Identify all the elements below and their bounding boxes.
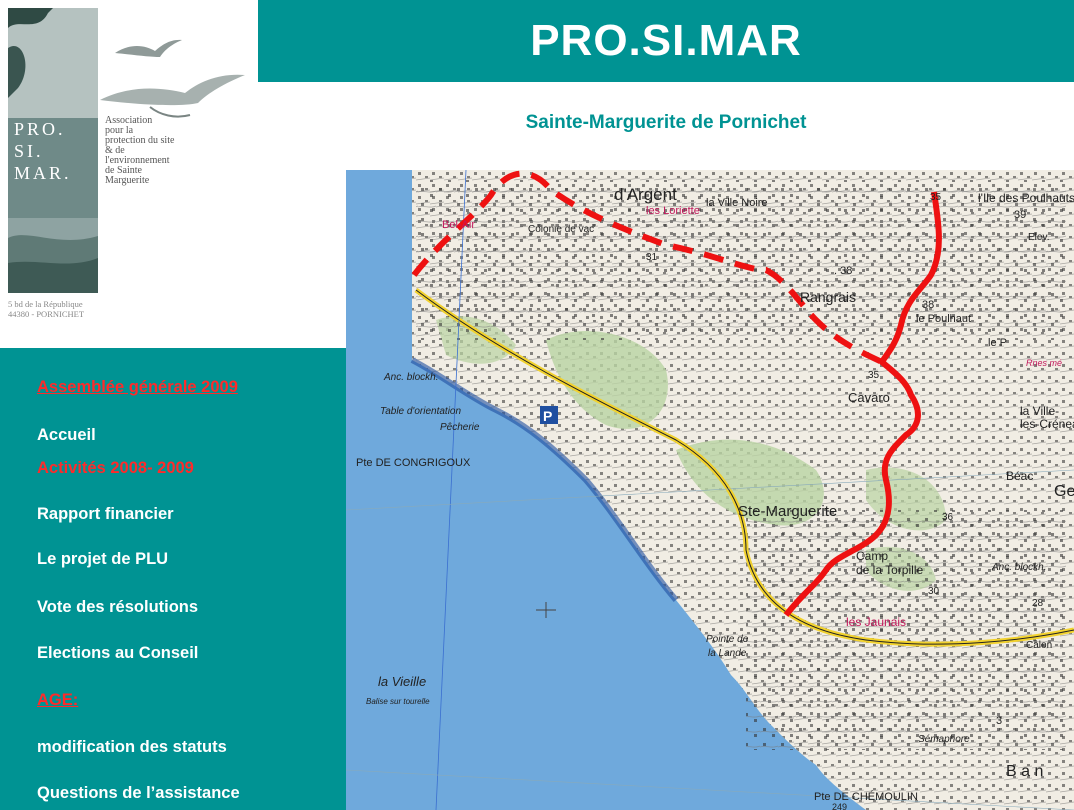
map-label: 249 [832, 802, 847, 810]
map-label: 3 [996, 715, 1002, 727]
map-label: Ste-Marguerite [738, 503, 837, 520]
map-label: Pte DE CONGRIGOUX [356, 457, 471, 469]
parking-icon [540, 406, 558, 424]
map-label: 35 [930, 192, 942, 203]
map-label: 38 [922, 299, 934, 311]
address-line: 44380 - PORNICHET [8, 309, 85, 319]
map-label: le P [988, 337, 1007, 349]
address-line: 5 bd de la République [8, 299, 83, 309]
map-label: Béac [1006, 469, 1033, 483]
map-label: 28 [1032, 598, 1044, 609]
map-label: Colonie de vac [528, 224, 594, 235]
menu-item-elections-conseil[interactable]: Elections au Conseil [37, 644, 199, 662]
map-label: la Vieille [378, 674, 426, 689]
map-label: la Ville- [1020, 404, 1059, 418]
logo-block: PRO. SI. MAR. Association pour la protec… [0, 0, 255, 335]
page-title: PRO.SI.MAR [530, 16, 802, 65]
logo-description-line: de Sainte [105, 165, 142, 176]
map-label: les Jaunais [846, 615, 906, 629]
logo-mark-line: MAR. [14, 163, 72, 183]
map-label: Anc. blockh. [383, 372, 438, 383]
menu-item-questions-assistance[interactable]: Questions de l’assistance [37, 784, 240, 802]
logo-description-line: Marguerite [105, 175, 150, 186]
menu-item-projet-plu[interactable]: Le projet de PLU [37, 550, 169, 568]
topographic-map: d'Argent les Loriette la Ville Noire l'I… [346, 170, 1074, 810]
menu-item-rapport-financier[interactable]: Rapport financier [37, 505, 174, 523]
logo-description-line: & de [105, 145, 125, 156]
map-label: Bel-Air [442, 219, 475, 231]
map-label: 36 [942, 512, 954, 523]
map-label: les-Crénea [1020, 417, 1074, 431]
map-label: 35 [868, 370, 880, 381]
logo-description: Association pour la protection du site &… [105, 116, 255, 186]
map-image: d'Argent les Loriette la Ville Noire l'I… [346, 170, 1074, 810]
map-label: Pointe de [706, 634, 749, 645]
logo-description-line: protection du site [105, 135, 175, 146]
map-label: d'Argent [614, 185, 677, 204]
title-bar: PRO.SI.MAR [258, 0, 1074, 82]
map-label: l'Ile des Poulhauts [978, 191, 1074, 205]
logo-description-line: pour la [105, 125, 134, 136]
menu-item-assemblee[interactable]: Assemblée générale 2009 [37, 378, 238, 396]
map-label: la Lande [708, 648, 747, 659]
map-label: B a n [1006, 763, 1043, 780]
menu-item-vote-resolutions[interactable]: Vote des résolutions [37, 598, 199, 616]
map-label: Calon [1026, 640, 1052, 651]
logo-mark-line: SI. [14, 141, 44, 161]
logo-mark-line: PRO. [14, 119, 66, 139]
map-label: Cavaro [848, 390, 890, 405]
map-label: Sémaphore [918, 734, 970, 745]
map-label: Pte DE CHÉMOULIN [814, 790, 918, 803]
map-label: . 38 [834, 265, 852, 277]
menu-item-age[interactable]: AGE: [37, 691, 79, 709]
map-label: Rangrais [800, 289, 856, 305]
map-label: la Ville Noire [706, 197, 768, 209]
map-label: Ge [1054, 483, 1074, 500]
map-label: 31 [646, 252, 658, 263]
logo-photo [8, 8, 98, 293]
map-label: le Poulhaut [916, 313, 971, 325]
map-label: Balise sur tourelle [366, 697, 430, 706]
menu-item-activites[interactable]: Activités 2008- 2009 [37, 459, 194, 477]
logo-description-line: Association [105, 115, 153, 126]
map-label: Rnes mé [1026, 358, 1062, 368]
map-label: Table d'orientation [380, 406, 461, 417]
map-label: Pêcherie [440, 422, 480, 433]
menu-item-accueil[interactable]: Accueil [37, 426, 96, 444]
map-label: P [543, 408, 552, 424]
map-label: 39 [1014, 209, 1026, 221]
logo-description-line: l'environnement [105, 155, 170, 166]
map-label: de la Torpille [856, 563, 923, 577]
menu-item-modification-statuts[interactable]: modification des statuts [37, 738, 227, 756]
navigation-panel: Assemblée générale 2009 Accueil Activité… [0, 348, 346, 810]
map-label: les Loriette [646, 205, 700, 217]
map-label: Camp [856, 549, 888, 563]
map-label: Elev. [1028, 232, 1050, 243]
logo-address: 5 bd de la République 44380 - PORNICHET [8, 299, 108, 319]
seagull-photo-image [8, 8, 98, 293]
logo-mark: PRO. SI. MAR. [8, 118, 103, 213]
seagull-icon [100, 39, 245, 118]
map-label: 30 [928, 586, 940, 597]
page-subtitle: Sainte-Marguerite de Pornichet [525, 112, 807, 133]
map-label: Anc. blockh. [991, 562, 1046, 573]
